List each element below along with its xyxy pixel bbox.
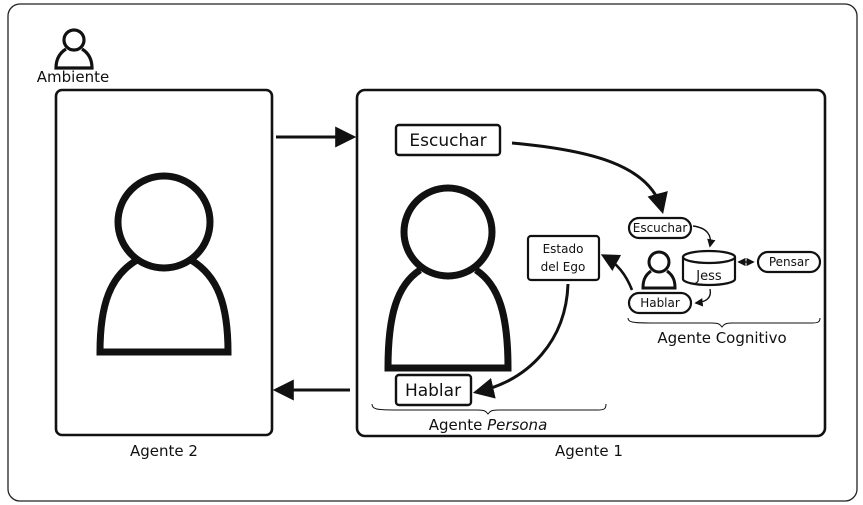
arrow-cognitive-to-ego (600, 254, 634, 291)
persona-label-prefix: Agente (429, 416, 487, 434)
arrow-cognitive-listen-to-jess (692, 225, 716, 248)
arrow-jess-to-cognitive-speak (694, 288, 712, 307)
agent1-label: Agente 1 (555, 442, 623, 460)
agent2-label: Agente 2 (130, 442, 198, 460)
jess-label: Jess (695, 269, 722, 284)
cognitive-agent-label: Agente Cognitivo (657, 329, 786, 347)
agent1-box (355, 88, 827, 438)
jess-database-icon (681, 249, 737, 287)
cognitive-person-icon (641, 250, 677, 290)
speak-box-label: Hablar (405, 381, 461, 401)
arrow-listen-to-cognitive (511, 141, 668, 215)
persona-label-italic: Persona (487, 416, 547, 434)
environment-frame (7, 3, 858, 502)
agent1-person-icon (384, 184, 512, 372)
speak-box (394, 373, 473, 407)
think-label: Pensar (769, 255, 809, 269)
ego-state-box (526, 234, 601, 282)
cognitive-brace (627, 317, 821, 328)
agent2-person-icon (96, 172, 232, 356)
environment-label: Ambiente (37, 68, 109, 86)
cognitive-speak-pill (627, 291, 693, 315)
persona-agent-label: Agente Persona (429, 416, 548, 434)
think-pill (756, 250, 822, 274)
agent2-box (54, 88, 274, 437)
cognitive-listen-pill (627, 216, 693, 240)
ego-state-label-line2: del Ego (541, 260, 586, 274)
arrow-ego-to-speak (472, 283, 570, 399)
environment-person-icon (54, 28, 94, 70)
listen-box (394, 123, 502, 157)
cognitive-listen-label: Escuchar (633, 221, 688, 235)
listen-box-label: Escuchar (409, 131, 486, 151)
persona-brace (371, 403, 607, 415)
cognitive-speak-label: Hablar (640, 296, 680, 310)
ego-state-label-line1: Estado (543, 242, 584, 256)
